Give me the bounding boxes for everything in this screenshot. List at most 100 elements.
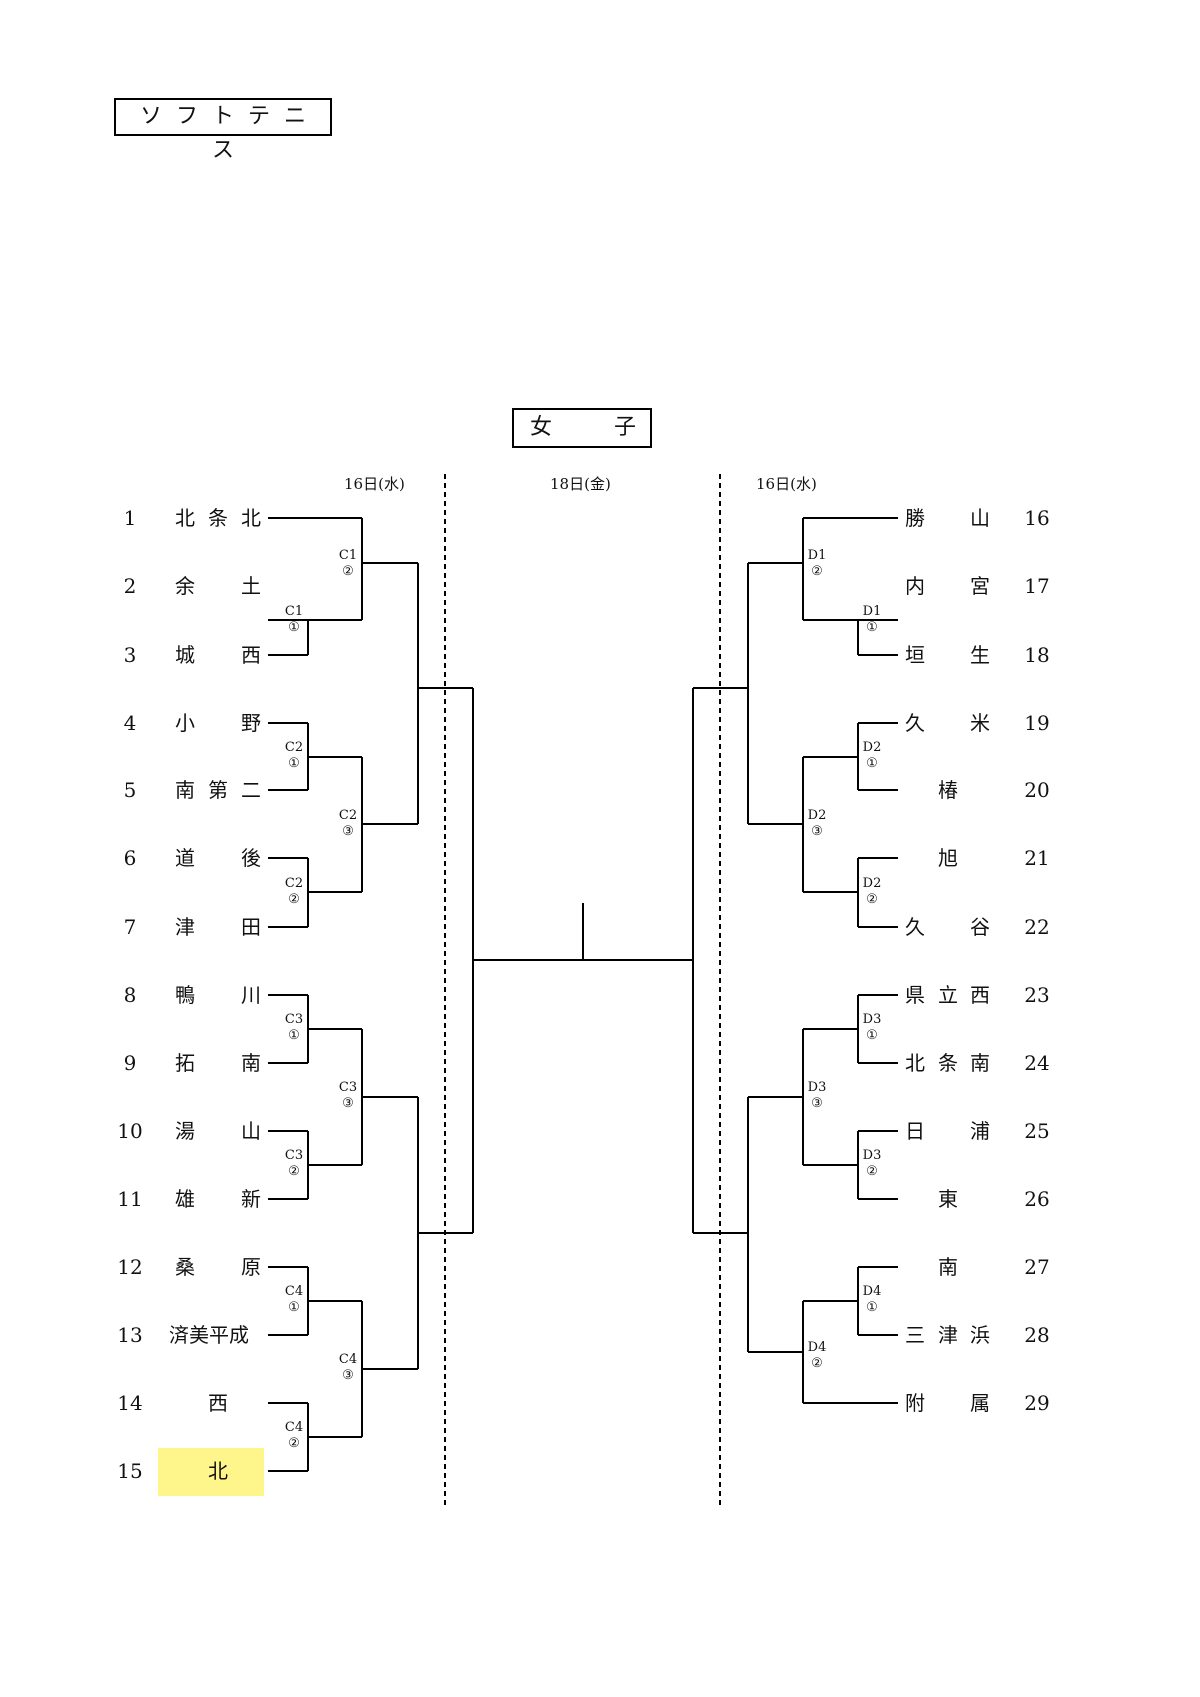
match-number: ① bbox=[288, 756, 300, 771]
bracket-final bbox=[473, 903, 693, 961]
team-name-char: 勝 bbox=[905, 506, 925, 530]
team-name-char: 浜 bbox=[970, 1323, 990, 1347]
team-seed: 24 bbox=[1024, 1051, 1050, 1075]
team-name-char: 南 bbox=[938, 1255, 958, 1279]
team-name-char: 津 bbox=[938, 1323, 958, 1347]
team-highlight bbox=[158, 1448, 264, 1496]
team-seed: 12 bbox=[117, 1255, 143, 1279]
team-name-char: 道 bbox=[175, 846, 195, 870]
team-seed: 5 bbox=[123, 778, 137, 802]
team-seed: 20 bbox=[1024, 778, 1050, 802]
team-name-char: 雄 bbox=[175, 1187, 195, 1211]
team-seed: 22 bbox=[1024, 915, 1050, 939]
match-code: D1 bbox=[862, 604, 882, 619]
match-number: ① bbox=[866, 756, 878, 771]
match-number: ② bbox=[288, 892, 300, 907]
team-name-char: 野 bbox=[241, 711, 261, 735]
team-name-char: 日 bbox=[905, 1119, 925, 1143]
team-name-char: 原 bbox=[241, 1255, 261, 1279]
team-name-char: 山 bbox=[970, 506, 990, 530]
match-code: C2 bbox=[284, 876, 304, 891]
team-seed: 29 bbox=[1024, 1391, 1050, 1415]
team-name-char: 北 bbox=[241, 506, 261, 530]
match-code: D2 bbox=[862, 876, 882, 891]
team-name-char: 城 bbox=[175, 643, 195, 667]
match-code: D2 bbox=[862, 740, 882, 755]
team-name-char: 垣 bbox=[905, 643, 925, 667]
bracket-right-upper bbox=[747, 562, 803, 825]
match-code: D3 bbox=[862, 1148, 882, 1163]
match-code: C3 bbox=[284, 1148, 304, 1163]
team-name-char: 湯 bbox=[175, 1119, 195, 1143]
division-title: 女 子 bbox=[512, 408, 652, 448]
match-code: C1 bbox=[284, 604, 304, 619]
match-number: ③ bbox=[811, 824, 823, 839]
team-name-char: 西 bbox=[208, 1391, 228, 1415]
match-number: ② bbox=[342, 564, 354, 579]
team-seed: 26 bbox=[1024, 1187, 1050, 1211]
match-number: ② bbox=[288, 1436, 300, 1451]
team-name-char: 生 bbox=[970, 643, 990, 667]
team-name-char: 田 bbox=[241, 915, 261, 939]
team-name-char: 第 bbox=[208, 778, 228, 802]
team-name-char: 属 bbox=[970, 1391, 990, 1415]
match-code: D4 bbox=[807, 1340, 827, 1355]
match-code: D3 bbox=[807, 1080, 827, 1095]
team-seed: 13 bbox=[117, 1323, 143, 1347]
team-name-char: 新 bbox=[241, 1187, 261, 1211]
date-right: 16日(水) bbox=[756, 475, 817, 493]
match-number: ② bbox=[811, 564, 823, 579]
division-char-1: 女 bbox=[530, 415, 553, 440]
match-code: D3 bbox=[862, 1012, 882, 1027]
bracket-c1-1 bbox=[268, 619, 309, 656]
team-name-char: 米 bbox=[970, 711, 990, 735]
team-seed: 1 bbox=[123, 506, 137, 530]
team-name-char: 附 bbox=[905, 1391, 925, 1415]
team-name-char: 西 bbox=[970, 983, 990, 1007]
bracket-right-lower bbox=[747, 1096, 803, 1353]
team-seed: 2 bbox=[123, 574, 137, 598]
team-name-char: 南 bbox=[175, 778, 195, 802]
bracket-d1-1 bbox=[857, 619, 898, 656]
team-seed: 4 bbox=[123, 711, 137, 735]
bracket-left-upper bbox=[362, 562, 419, 825]
match-code: C4 bbox=[284, 1284, 304, 1299]
date-center: 18日(金) bbox=[550, 475, 611, 493]
match-number: ③ bbox=[342, 1096, 354, 1111]
team-name-char: 東 bbox=[938, 1187, 958, 1211]
team-name-char: 南 bbox=[970, 1051, 990, 1075]
team-seed: 17 bbox=[1024, 574, 1050, 598]
team-name-char: 三 bbox=[905, 1323, 925, 1347]
match-code: D4 bbox=[862, 1284, 882, 1299]
team-name-char: 県 bbox=[905, 983, 925, 1007]
team-seed: 11 bbox=[117, 1187, 143, 1211]
match-code: C3 bbox=[338, 1080, 358, 1095]
team-name-char: 拓 bbox=[175, 1051, 195, 1075]
match-code: C4 bbox=[284, 1420, 304, 1435]
team-name-char: 川 bbox=[241, 983, 261, 1007]
match-number: ① bbox=[866, 1028, 878, 1043]
match-number: ① bbox=[866, 1300, 878, 1315]
match-number: ② bbox=[866, 892, 878, 907]
team-seed: 15 bbox=[117, 1459, 143, 1483]
match-code: C2 bbox=[284, 740, 304, 755]
team-name-char: 条 bbox=[208, 506, 228, 530]
bracket-d1-2 bbox=[802, 517, 898, 621]
team-name-char: 南 bbox=[241, 1051, 261, 1075]
match-number: ① bbox=[288, 1028, 300, 1043]
team-seed: 23 bbox=[1024, 983, 1050, 1007]
team-seed: 6 bbox=[123, 846, 137, 870]
team-name-char: 土 bbox=[241, 574, 261, 598]
team-name-char: 北 bbox=[905, 1051, 925, 1075]
team-name-char: 余 bbox=[175, 574, 195, 598]
sport-title: ソフトテニス bbox=[114, 98, 332, 163]
date-left: 16日(水) bbox=[344, 475, 405, 493]
team-name-char: 条 bbox=[938, 1051, 958, 1075]
match-number: ③ bbox=[811, 1096, 823, 1111]
team-name-char: 西 bbox=[241, 643, 261, 667]
match-number: ① bbox=[866, 620, 878, 635]
team-name-char: 後 bbox=[241, 846, 261, 870]
match-code: C3 bbox=[284, 1012, 304, 1027]
match-number: ① bbox=[288, 1300, 300, 1315]
